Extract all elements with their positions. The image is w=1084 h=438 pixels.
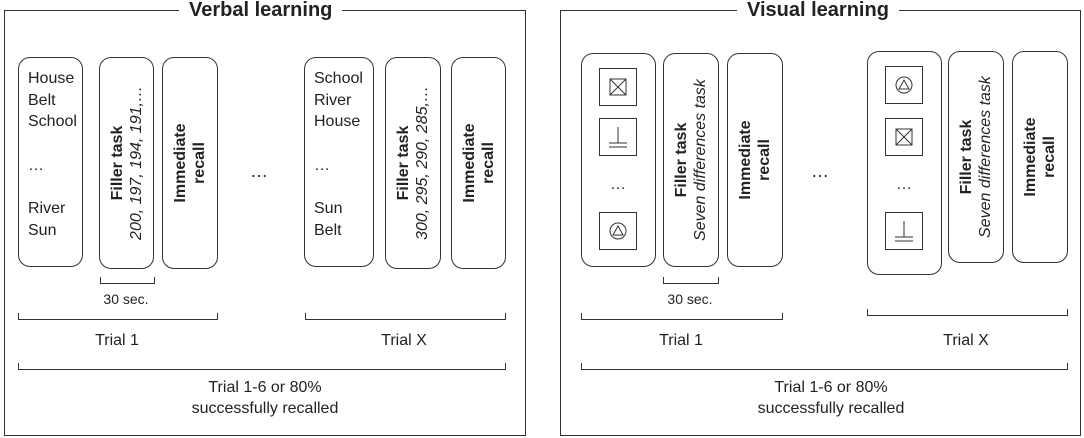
trial1-label: Trial 1 xyxy=(95,332,139,349)
verbal-trial1-filler-task: Filler task 200, 197, 194, 191,… xyxy=(99,57,154,269)
crossed-square-icon xyxy=(885,118,923,156)
filler-duration-label: 30 sec. xyxy=(103,291,149,307)
stopping-criterion: Trial 1-6 or 80% successfully recalled xyxy=(135,377,395,419)
recall-label: Immediate xyxy=(172,123,189,203)
filler-task-title: Filler task xyxy=(108,125,126,201)
visual-trialX-filler-task: Filler task Seven differences task xyxy=(948,51,1004,263)
word: … xyxy=(28,156,44,174)
filler-duration-label: 30 sec. xyxy=(667,291,713,307)
verbal-learning-title: Verbal learning xyxy=(179,0,343,21)
visual-trial1-symbol-list: … xyxy=(581,53,656,267)
circled-triangle-icon xyxy=(599,212,637,250)
verbal-learning-panel: Verbal learning House Belt School … Rive… xyxy=(4,0,526,436)
trialX-label: Trial X xyxy=(943,332,989,349)
recall-label: Immediate xyxy=(1022,117,1039,197)
all-trials-bracket xyxy=(18,363,506,370)
word: Sun xyxy=(314,200,343,217)
filler-task-title: Filler task xyxy=(673,122,690,198)
all-trials-bracket xyxy=(581,363,1068,370)
trialX-label: Trial X xyxy=(381,332,427,349)
word: Belt xyxy=(314,221,342,239)
trials-ellipsis: … xyxy=(250,161,268,181)
filler-sequence: 200, 197, 194, 191,… xyxy=(127,86,145,240)
visual-trial1-immediate-recall: Immediate recall xyxy=(727,53,783,267)
trial1-bracket xyxy=(581,313,783,320)
word: River xyxy=(314,91,352,109)
vertical-ellipsis: … xyxy=(610,176,626,193)
filler-duration-bracket xyxy=(100,277,155,284)
visual-trial1-filler-task: Filler task Seven differences task xyxy=(663,53,719,267)
trials-ellipsis: … xyxy=(811,161,829,181)
word: … xyxy=(314,156,330,174)
verbal-trial1-word-list: House Belt School … River Sun xyxy=(18,57,83,267)
filler-task-name: Seven differences task xyxy=(692,79,709,241)
word: Sun xyxy=(28,221,57,239)
verbal-trialX-immediate-recall: Immediate recall xyxy=(451,57,506,269)
word: Belt xyxy=(28,91,56,109)
recall-label: recall xyxy=(191,142,208,184)
recall-label: Immediate xyxy=(737,120,754,200)
perpendicular-icon xyxy=(885,212,923,250)
word: School xyxy=(314,70,363,87)
trialX-bracket xyxy=(867,309,1068,316)
verbal-trial1-immediate-recall: Immediate recall xyxy=(162,57,218,269)
verbal-trialX-filler-task: Filler task 300, 295, 290, 285,… xyxy=(385,57,441,269)
trial1-bracket xyxy=(18,313,218,320)
trialX-bracket xyxy=(305,313,506,320)
filler-task-title: Filler task xyxy=(958,119,975,195)
stopping-criterion-line1: Trial 1-6 or 80% xyxy=(208,379,322,396)
visual-learning-panel: Visual learning … Filler tas xyxy=(560,0,1081,436)
filler-task-title: Filler task xyxy=(395,125,412,201)
crossed-square-icon xyxy=(599,68,637,106)
visual-trialX-symbol-list: … xyxy=(867,51,942,275)
recall-label: recall xyxy=(1041,136,1058,178)
vertical-ellipsis: … xyxy=(896,176,912,193)
visual-learning-title: Visual learning xyxy=(737,0,899,21)
perpendicular-icon xyxy=(599,118,637,156)
stopping-criterion-line1: Trial 1-6 or 80% xyxy=(774,379,888,396)
word: House xyxy=(314,113,361,130)
filler-sequence: 300, 295, 290, 285,… xyxy=(414,86,431,240)
circled-triangle-icon xyxy=(885,66,923,104)
word: School xyxy=(28,113,77,130)
recall-label: Immediate xyxy=(460,123,478,203)
visual-trialX-immediate-recall: Immediate recall xyxy=(1012,51,1068,263)
verbal-trialX-word-list: School River House … Sun Belt xyxy=(304,57,374,267)
recall-label: recall xyxy=(756,139,773,181)
stopping-criterion: Trial 1-6 or 80% successfully recalled xyxy=(701,377,961,419)
recall-label: recall xyxy=(479,142,497,184)
word: River xyxy=(28,200,66,217)
filler-task-name: Seven differences task xyxy=(977,76,994,238)
filler-duration-bracket xyxy=(663,277,719,284)
word: House xyxy=(28,70,75,87)
stopping-criterion-line2: successfully recalled xyxy=(191,400,339,417)
trial1-label: Trial 1 xyxy=(659,332,703,349)
stopping-criterion-line2: successfully recalled xyxy=(757,400,905,417)
